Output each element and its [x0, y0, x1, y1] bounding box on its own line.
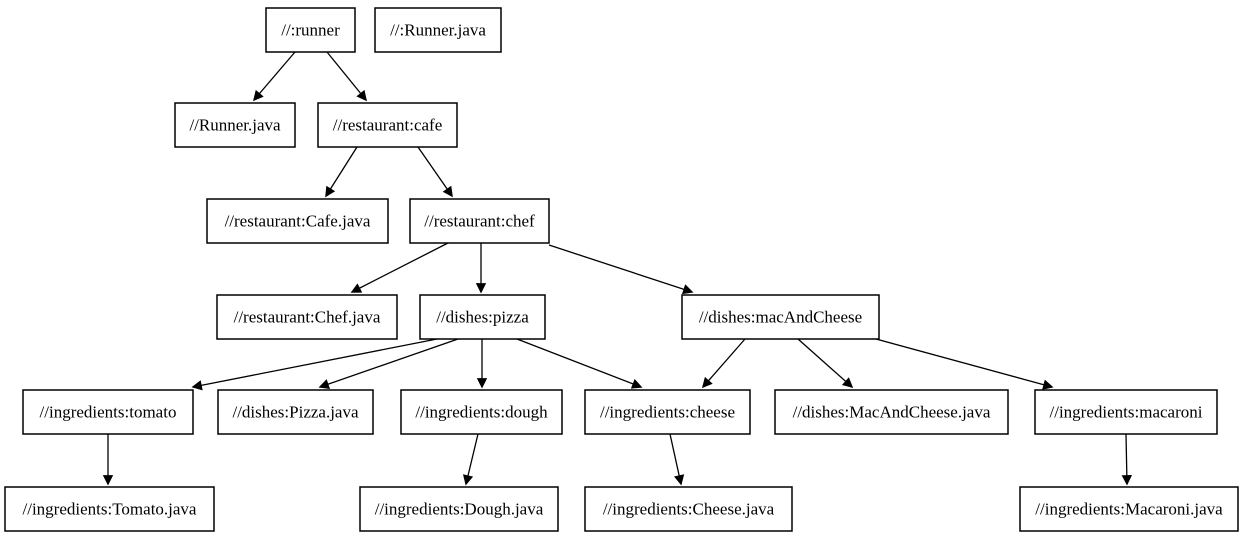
graph-node-chef-java: //restaurant:Chef.java	[216, 294, 398, 340]
graph-node-tomato: //ingredients:tomato	[22, 389, 194, 435]
node-box-tomato	[22, 389, 194, 435]
node-label-pizza: //dishes:pizza	[436, 308, 529, 327]
node-box-macaroni	[1034, 389, 1218, 435]
node-label-dough: //ingredients:dough	[415, 403, 548, 422]
graph-node-pizza: //dishes:pizza	[419, 294, 546, 340]
graph-node-chef: //restaurant:chef	[409, 198, 550, 244]
graph-edge-mac-and-cheese-to-mac-and-cheese-java	[797, 338, 854, 389]
graph-node-cheese-java: //ingredients:Cheese.java	[584, 486, 793, 532]
graph-edge-runner-to-cafe	[326, 51, 367, 102]
node-label-cheese-java: //ingredients:Cheese.java	[603, 500, 775, 519]
node-label-tomato: //ingredients:tomato	[40, 403, 177, 422]
node-label-runner: //:runner	[281, 21, 340, 40]
node-box-runner	[265, 7, 356, 53]
graph-edge-dough-to-dough-java	[463, 433, 479, 486]
graph-nodes: //:runner //:Runner.java //Runner.java //re…	[4, 7, 1239, 532]
node-box-chef-java	[216, 294, 398, 340]
node-label-runner-java-top: //:Runner.java	[390, 21, 486, 40]
graph-edge-cafe-to-chef	[417, 146, 453, 198]
graph-node-cafe: //restaurant:cafe	[317, 102, 458, 148]
graph-node-runner-java-top: //:Runner.java	[374, 7, 502, 53]
graph-edge-macaroni-to-macaroni-java	[1121, 433, 1133, 486]
node-box-dough-java	[359, 486, 559, 532]
node-label-pizza-java: //dishes:Pizza.java	[232, 403, 359, 422]
node-label-macaroni-java: //ingredients:Macaroni.java	[1035, 500, 1223, 519]
node-box-pizza-java	[217, 389, 374, 435]
graph-edge-pizza-to-pizza-java	[318, 338, 459, 390]
graph-edge-pizza-to-cheese	[516, 338, 643, 389]
graph-edge-pizza-to-tomato	[191, 338, 438, 391]
graph-edge-chef-to-chef-java	[350, 242, 449, 293]
node-label-chef: //restaurant:chef	[424, 212, 535, 231]
graph-node-pizza-java: //dishes:Pizza.java	[217, 389, 374, 435]
node-label-runner-java: //Runner.java	[189, 116, 281, 135]
node-box-pizza	[419, 294, 546, 340]
graph-node-runner: //:runner	[265, 7, 356, 53]
graph-node-macaroni-java: //ingredients:Macaroni.java	[1019, 486, 1239, 532]
node-box-runner-java-top	[374, 7, 502, 53]
graph-edge-runner-to-runner-java	[252, 51, 296, 102]
graph-node-macaroni: //ingredients:macaroni	[1034, 389, 1218, 435]
node-label-dough-java: //ingredients:Dough.java	[375, 500, 544, 519]
node-label-mac-and-cheese-java: //dishes:MacAndCheese.java	[793, 403, 991, 422]
node-label-cafe: //restaurant:cafe	[333, 116, 443, 135]
graph-node-cafe-java: //restaurant:Cafe.java	[206, 198, 389, 244]
node-box-cheese-java	[584, 486, 793, 532]
node-label-chef-java: //restaurant:Chef.java	[234, 308, 381, 327]
graph-node-mac-and-cheese-java: //dishes:MacAndCheese.java	[774, 389, 1009, 435]
graph-edge-mac-and-cheese-to-macaroni	[875, 338, 1054, 390]
node-label-mac-and-cheese: //dishes:macAndCheese	[699, 308, 862, 327]
node-label-tomato-java: //ingredients:Tomato.java	[23, 500, 197, 519]
node-box-runner-java	[174, 102, 296, 148]
node-box-dough	[400, 389, 563, 435]
graph-node-cheese: //ingredients:cheese	[584, 389, 751, 435]
graph-node-tomato-java: //ingredients:Tomato.java	[4, 486, 215, 532]
graph-node-dough: //ingredients:dough	[400, 389, 563, 435]
node-label-cheese: //ingredients:cheese	[600, 403, 735, 422]
graph-edge-mac-and-cheese-to-cheese	[701, 338, 746, 389]
node-box-tomato-java	[4, 486, 215, 532]
graph-node-mac-and-cheese: //dishes:macAndCheese	[681, 294, 880, 340]
graph-edge-cheese-to-cheese-java	[669, 433, 685, 486]
node-box-cafe-java	[206, 198, 389, 244]
graph-edge-chef-to-mac-and-cheese	[548, 244, 694, 295]
node-label-cafe-java: //restaurant:Cafe.java	[225, 212, 371, 231]
node-box-cafe	[317, 102, 458, 148]
graph-node-runner-java: //Runner.java	[174, 102, 296, 148]
node-box-mac-and-cheese	[681, 294, 880, 340]
graph-edges	[102, 51, 1133, 486]
node-box-cheese	[584, 389, 751, 435]
node-box-chef	[409, 198, 550, 244]
node-box-macaroni-java	[1019, 486, 1239, 532]
graph-edge-cafe-to-cafe-java	[325, 146, 358, 198]
node-box-mac-and-cheese-java	[774, 389, 1009, 435]
graph-node-dough-java: //ingredients:Dough.java	[359, 486, 559, 532]
node-label-macaroni: //ingredients:macaroni	[1050, 403, 1203, 422]
